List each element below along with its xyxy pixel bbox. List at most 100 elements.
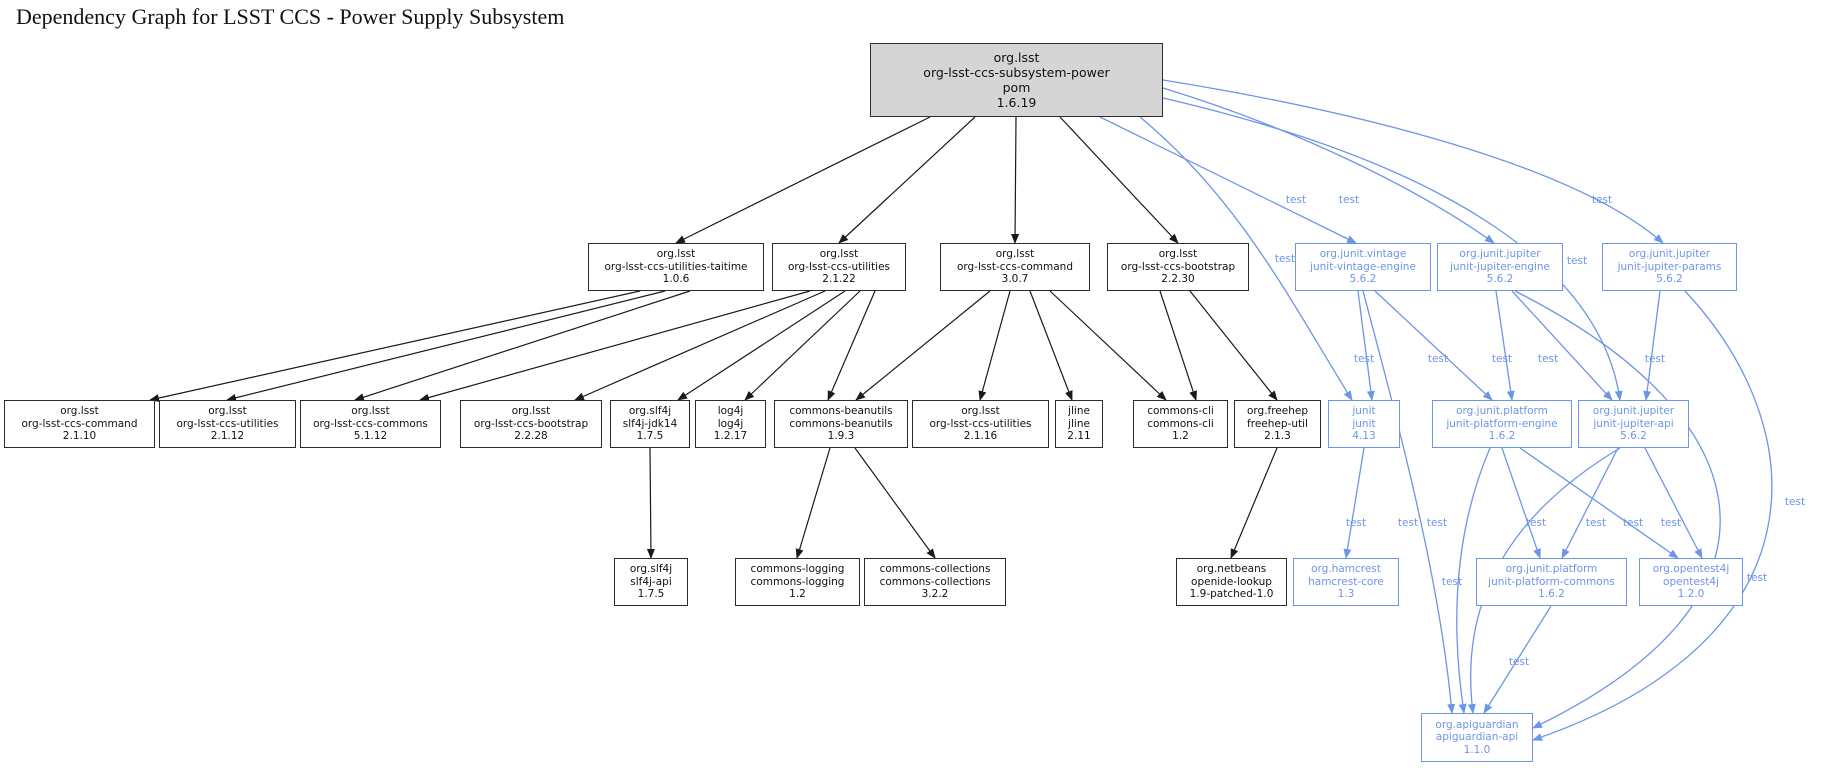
edge-scope-label: test xyxy=(1623,517,1643,529)
edge-jengine-japi xyxy=(1511,290,1613,401)
node-version: 5.6.2 xyxy=(1620,430,1647,443)
edge-scope-label: test xyxy=(1275,253,1295,265)
node-group: log4j xyxy=(717,405,744,418)
node-group: org.netbeans xyxy=(1196,563,1267,576)
edge-scope-label: test xyxy=(1398,517,1418,529)
node-version: 1.0.6 xyxy=(662,273,690,286)
node-artifact: org-lsst-ccs-bootstrap xyxy=(1120,260,1236,273)
edge-cmd307-jline xyxy=(1029,290,1073,401)
node-group: commons-cli xyxy=(1147,405,1214,418)
node-artifact: log4j xyxy=(717,417,744,430)
node-artifact: junit-jupiter-params xyxy=(1617,260,1722,273)
node-artifact: org-lsst-ccs-command xyxy=(21,417,138,430)
edge-root-taitime xyxy=(675,116,931,244)
node-version: 1.9-patched-1.0 xyxy=(1189,588,1274,601)
node-artifact: org-lsst-ccs-utilities xyxy=(929,417,1032,430)
node-artifact: org-lsst-ccs-command xyxy=(957,260,1073,273)
node-version: 1.6.2 xyxy=(1488,430,1516,443)
edge-pengine-pcommons xyxy=(1501,447,1541,559)
node-version: 5.1.12 xyxy=(353,430,388,443)
node-version: 2.1.3 xyxy=(1264,430,1291,443)
node-version: 2.1.12 xyxy=(210,430,245,443)
edge-util2122-log4j xyxy=(744,290,861,401)
edge-scope-label: test xyxy=(1661,517,1681,529)
node-version: 2.1.22 xyxy=(822,273,856,286)
edge-scope-label: test xyxy=(1785,496,1805,508)
node-artifact: org-lsst-ccs-utilities xyxy=(176,417,279,430)
node-version: 2.1.10 xyxy=(62,430,97,443)
node-artifact: junit-vintage-engine xyxy=(1310,260,1416,273)
node-group: org.slf4j xyxy=(629,563,673,576)
node-group: org.junit.jupiter xyxy=(1459,248,1541,261)
edge-japi-opentest4j xyxy=(1644,447,1703,559)
node-group: commons-beanutils xyxy=(789,405,893,418)
edge-pengine-apiguardian xyxy=(1456,447,1491,714)
node-version: 5.6.2 xyxy=(1486,273,1514,286)
node-group: org.apiguardian xyxy=(1435,718,1519,731)
edge-scope-label: test xyxy=(1427,517,1447,529)
node-artifact: org-lsst-ccs-bootstrap xyxy=(473,417,589,430)
edge-root-boot2230 xyxy=(1059,116,1179,244)
node-group: org.junit.jupiter xyxy=(1628,248,1711,261)
node-group: org.junit.jupiter xyxy=(1592,405,1675,418)
edge-jparams-apiguardian xyxy=(1532,290,1773,741)
edge-scope-label: test xyxy=(1354,353,1374,365)
edge-root-vintage xyxy=(1099,116,1357,244)
graph-title: Dependency Graph for LSST CCS - Power Su… xyxy=(16,4,565,29)
edge-slf4jjdk14-slf4japi xyxy=(646,447,655,559)
edge-jengine-pengine xyxy=(1495,290,1515,401)
node-group: org.lsst xyxy=(819,248,859,261)
node-group: commons-collections xyxy=(879,563,991,576)
node-group: org.lsst xyxy=(656,248,696,261)
edge-jparams-japi xyxy=(1643,290,1661,401)
node-group: junit xyxy=(1352,405,1376,418)
edge-taitime-util2112 xyxy=(226,290,666,402)
node-artifact: opentest4j xyxy=(1663,575,1719,588)
node-artifact: apiguardian-api xyxy=(1435,731,1519,744)
edge-jengine-apiguardian xyxy=(1514,290,1721,729)
edge-scope-label: test xyxy=(1567,255,1587,267)
edge-root-cmd307 xyxy=(1011,116,1020,244)
node-version: 1.2 xyxy=(1172,430,1189,443)
edge-util2122-slf4jjdk14 xyxy=(677,290,846,401)
node-group: org.junit.platform xyxy=(1456,405,1548,418)
node-artifact: junit-platform-commons xyxy=(1488,575,1615,588)
node-version: 2.2.30 xyxy=(1161,273,1195,286)
node-version: 1.7.5 xyxy=(637,588,665,601)
edge-boot2230-ccli xyxy=(1159,290,1197,401)
node-version: 1.6.2 xyxy=(1538,588,1565,601)
node-group: org.hamcrest xyxy=(1311,563,1381,576)
edge-scope-label: test xyxy=(1538,353,1558,365)
node-group: org.slf4j xyxy=(628,405,672,418)
node-version: 1.9.3 xyxy=(827,430,855,443)
edge-cmd307-beanutils xyxy=(855,290,991,401)
edge-scope-label: test xyxy=(1586,517,1606,529)
node-version: 1.3 xyxy=(1337,588,1355,601)
node-artifact: slf4j-api xyxy=(630,575,672,588)
edge-taitime-cmd2110 xyxy=(149,290,641,402)
node-version: 1.2.17 xyxy=(713,430,748,443)
node-version: 1.6.19 xyxy=(996,95,1037,110)
edge-vintage-junit413 xyxy=(1357,290,1375,401)
edge-boot2230-freehep xyxy=(1189,290,1278,401)
edge-vintage-apiguardian xyxy=(1362,290,1456,714)
node-artifact: org-lsst-ccs-subsystem-power xyxy=(923,65,1110,80)
node-group: org.lsst xyxy=(1158,248,1198,261)
node-group: org.freehep xyxy=(1246,405,1309,418)
edge-scope-label: test xyxy=(1286,194,1306,206)
